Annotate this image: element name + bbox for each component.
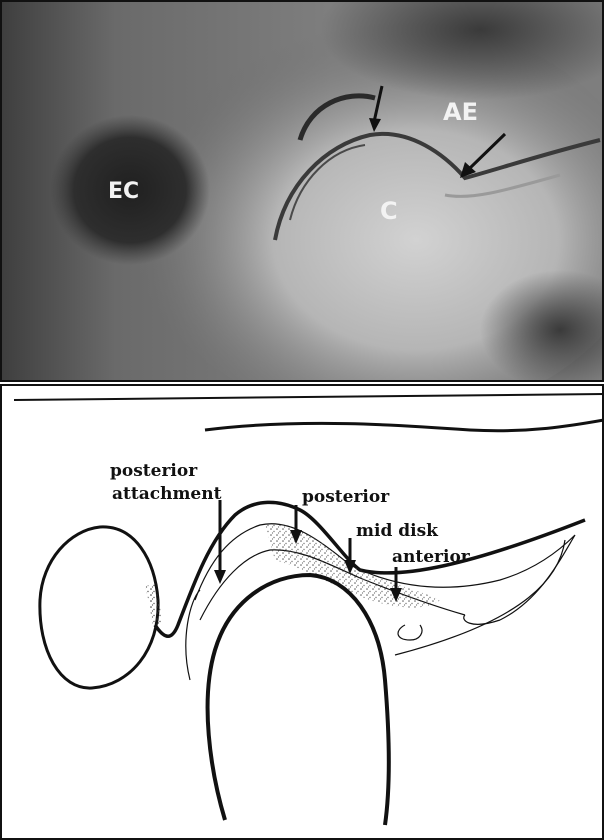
label-posterior: posterior — [302, 487, 390, 507]
label-ae: AE — [443, 98, 478, 126]
label-posterior-attachment-line1: posterior — [110, 461, 198, 481]
diagram-panel: posterior attachment posterior mid disk … — [0, 384, 604, 840]
label-anterior: anterior — [392, 547, 471, 567]
line-drawing: posterior attachment posterior mid disk … — [0, 384, 604, 840]
radiograph-panel: EC AE C — [0, 0, 604, 382]
radiograph-image: EC AE C — [0, 0, 604, 382]
label-posterior-attachment-line2: attachment — [112, 484, 222, 504]
label-mid-disk: mid disk — [356, 521, 439, 541]
label-ec: EC — [108, 179, 139, 204]
label-c: C — [380, 197, 398, 225]
